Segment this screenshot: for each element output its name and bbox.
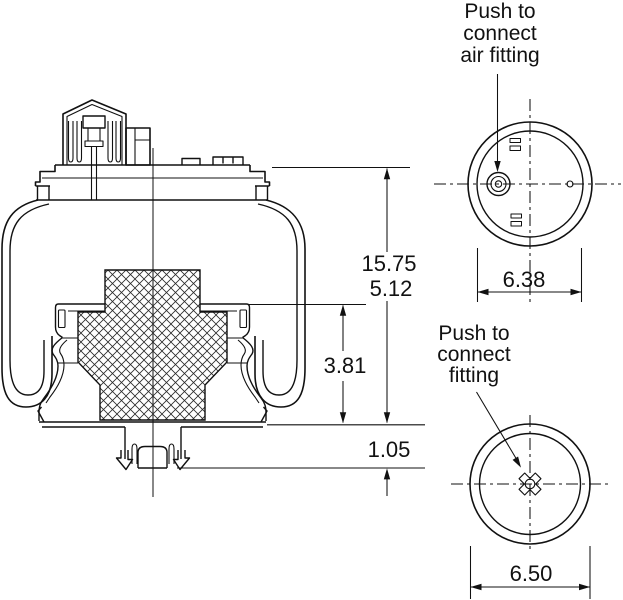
housing-inner <box>66 103 123 165</box>
bellows-outer-left <box>1 199 53 408</box>
housing-rib-1 <box>67 121 74 163</box>
piston-left-wall <box>38 336 63 421</box>
plate-left-step <box>34 165 56 186</box>
dimension-top-plate-diameter: 6.38 <box>476 248 583 302</box>
piston <box>37 303 268 471</box>
boss-right-stub <box>168 443 175 464</box>
callout-line-2: connect <box>437 343 511 366</box>
plate-right-step <box>249 165 271 186</box>
piston-base-view: Push to connect fitting 6.50 <box>437 322 611 599</box>
dimension-overall-height: 15.75 5.12 <box>272 166 417 424</box>
stud-neck <box>87 128 101 141</box>
vent-slot <box>510 213 522 219</box>
stud-shank <box>90 146 98 200</box>
bead-plate <box>34 156 271 201</box>
housing-rib-2 <box>76 121 83 163</box>
plate-bump-a <box>181 157 201 165</box>
vent-slot <box>509 145 521 151</box>
dim-piston-height: 3.81 <box>324 353 367 378</box>
piston-right-wall-inner <box>237 339 260 404</box>
air-port-block <box>125 127 151 166</box>
air-fitting-housing <box>62 99 127 165</box>
piston-right-wall <box>242 336 267 421</box>
housing-rib-4 <box>115 121 122 163</box>
arrow-up-icon <box>383 168 391 180</box>
arrow-down-icon <box>383 412 391 424</box>
boss-left-stub <box>131 443 138 464</box>
piston-left-clip-slot <box>57 309 66 329</box>
boss-left-foot <box>115 450 134 471</box>
callout-line-3: air fitting <box>460 44 539 67</box>
arrow-down-icon <box>339 412 347 424</box>
leader-arrow-icon <box>512 456 521 468</box>
arrow-left-icon <box>477 288 489 296</box>
stud-head <box>82 115 106 129</box>
push-air-callout: Push to connect air fitting <box>460 0 540 172</box>
dim-collapsed-height: 5.12 <box>370 276 413 301</box>
leader-arrow-icon <box>494 161 501 172</box>
port-block-detail <box>134 128 150 165</box>
callout-line-2: connect <box>463 22 537 45</box>
extension-lines <box>469 546 591 599</box>
dim-piston-base-diameter: 6.50 <box>510 561 553 586</box>
piston-base-lips <box>37 406 268 423</box>
arrow-left-icon <box>470 583 482 591</box>
dimension-piston-height: 3.81 <box>248 303 367 424</box>
port-block-outline <box>125 127 151 166</box>
callout-line-3: fitting <box>449 364 499 387</box>
top-plate-view: Push to connect air fitting 6.38 <box>434 0 621 302</box>
piston-right-clip-slot <box>239 309 248 329</box>
dimension-lower-clearance: 1.05 <box>177 424 425 496</box>
dim-overall-height: 15.75 <box>361 251 416 276</box>
boss-center-cup <box>137 445 168 469</box>
vent-slots <box>509 138 522 227</box>
dimension-piston-base-diameter: 6.50 <box>469 546 591 599</box>
bellows-inner-left <box>9 203 50 396</box>
fitting-bore <box>494 180 503 188</box>
bellows-inner-right <box>257 203 298 396</box>
piston-shelf-lines <box>58 337 247 364</box>
arrow-right-icon <box>570 288 582 296</box>
extension-lines <box>476 248 583 302</box>
piston-lower-boss <box>115 427 191 471</box>
push-fitting-callout: Push to connect fitting <box>437 322 521 468</box>
piston-left-clip <box>54 303 68 339</box>
vent-slot <box>509 138 521 143</box>
mounting-stud <box>82 115 106 200</box>
plate-left-crimp <box>35 185 50 200</box>
piston-left-wall-inner <box>45 339 68 404</box>
callout-line-1: Push to <box>464 0 535 23</box>
dim-lower-clearance: 1.05 <box>368 437 411 462</box>
arrow-up-icon <box>383 468 391 480</box>
piston-right-clip <box>237 303 251 339</box>
leader-line <box>476 391 518 461</box>
dim-top-plate-diameter: 6.38 <box>503 267 546 292</box>
boss-right-foot <box>172 450 191 471</box>
main-side-view <box>1 99 306 497</box>
arrow-up-icon <box>339 304 347 316</box>
arrow-right-icon <box>579 583 590 591</box>
vent-slot <box>510 221 522 227</box>
plate-right-crimp <box>255 185 270 200</box>
plate-bump-b <box>212 156 244 165</box>
stud-flange <box>84 140 104 148</box>
callout-line-1: Push to <box>438 322 509 345</box>
housing-rib-3 <box>107 121 114 163</box>
rubber-bumper-hatched <box>77 269 228 421</box>
boss-outer-walls <box>124 427 182 459</box>
